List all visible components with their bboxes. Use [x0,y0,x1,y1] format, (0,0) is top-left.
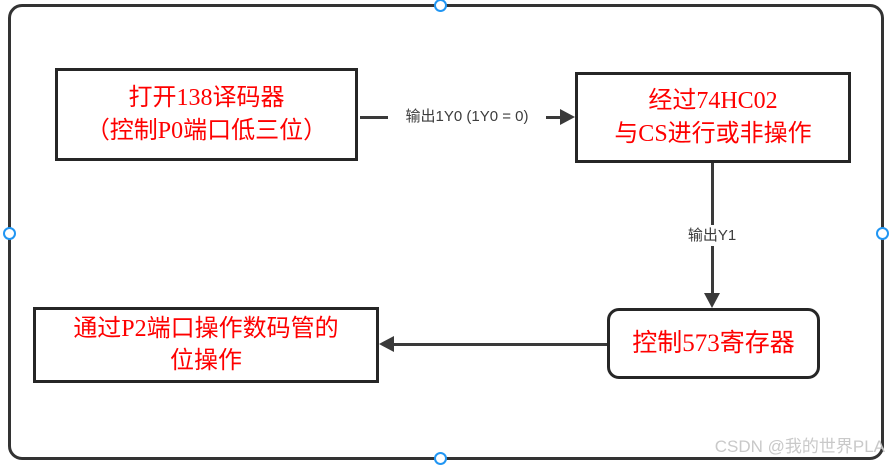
connection-handle-right[interactable] [876,227,889,240]
node-text-line: 与CS进行或非操作 [614,120,812,147]
node-control-573-register[interactable]: 控制573寄存器 [607,308,820,379]
arrowhead-right-icon [560,109,575,125]
edge-label-output-1y0: 输出1Y0 (1Y0 = 0) [388,106,546,127]
arrowhead-down-icon [704,293,720,308]
node-text-line: 位操作 [170,348,242,374]
node-p2-port-bit-operation[interactable]: 通过P2端口操作数码管的 位操作 [33,307,379,383]
node-text-line: 打开138译码器 [128,85,285,112]
connection-handle-top[interactable] [434,0,447,12]
node-text-line: 通过P2端口操作数码管的 [73,315,339,342]
node-74hc02-nor[interactable]: 经过74HC02 与CS进行或非操作 [575,72,851,163]
edge-line [392,343,607,346]
edge-label-output-y1: 输出Y1 [681,225,743,246]
node-open-138-decoder[interactable]: 打开138译码器 （控制P0端口低三位） [55,68,358,161]
node-text-line: 控制573寄存器 [632,329,795,357]
connection-handle-left[interactable] [3,227,16,240]
arrowhead-left-icon [379,336,394,352]
csdn-watermark: CSDN @我的世界PLA [714,437,885,456]
connection-handle-bottom[interactable] [434,452,447,465]
node-text-line: （控制P0端口低三位） [85,117,328,144]
node-text-line: 经过74HC02 [648,88,778,115]
